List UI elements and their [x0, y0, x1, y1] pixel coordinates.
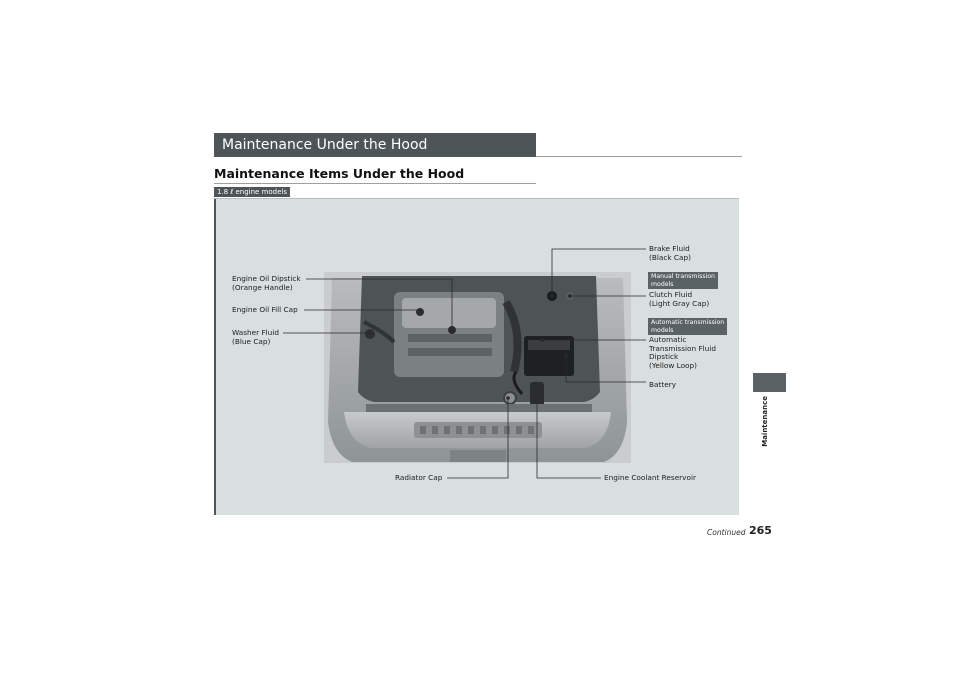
label-atf-dipstick: Automatic Transmission Fluid Dipstick (Y… — [649, 335, 716, 370]
label-brake-fluid: Brake Fluid (Black Cap) — [649, 244, 691, 262]
page-number: 265 — [749, 524, 772, 537]
section-header: Maintenance Under the Hood — [214, 133, 536, 157]
leader-battery — [565, 356, 646, 383]
leader-coolant-reservoir — [536, 400, 601, 479]
subheading-rule — [214, 183, 536, 184]
section-rule — [536, 156, 742, 157]
leader-radiator-cap — [447, 398, 509, 479]
leader-brake-fluid — [551, 248, 646, 296]
label-clutch-fluid: Clutch Fluid (Light Gray Cap) — [649, 290, 710, 308]
label-battery: Battery — [649, 380, 677, 389]
automatic-transmission-badge: Automatic transmission models — [648, 318, 728, 336]
figure-top-border — [214, 198, 739, 199]
label-engine-oil-dipstick: Engine Oil Dipstick (Orange Handle) — [232, 274, 301, 292]
leader-engine-oil-dipstick — [306, 278, 453, 330]
continued-note: Continued — [707, 528, 746, 537]
figure-left-border — [214, 199, 216, 515]
chapter-tab — [753, 373, 786, 392]
label-coolant-reservoir: Engine Coolant Reservoir — [604, 473, 696, 482]
chapter-tab-label: Maintenance — [761, 396, 769, 447]
page-subheading: Maintenance Items Under the Hood — [214, 166, 465, 181]
label-engine-oil-fill-cap: Engine Oil Fill Cap — [232, 305, 298, 314]
manual-transmission-badge: Manual transmission models — [648, 272, 718, 290]
engine-bay-illustration — [324, 272, 631, 463]
label-washer-fluid: Washer Fluid (Blue Cap) — [232, 328, 279, 346]
label-radiator-cap: Radiator Cap — [395, 473, 443, 482]
engine-model-badge: 1.8 ℓ engine models — [214, 187, 291, 197]
